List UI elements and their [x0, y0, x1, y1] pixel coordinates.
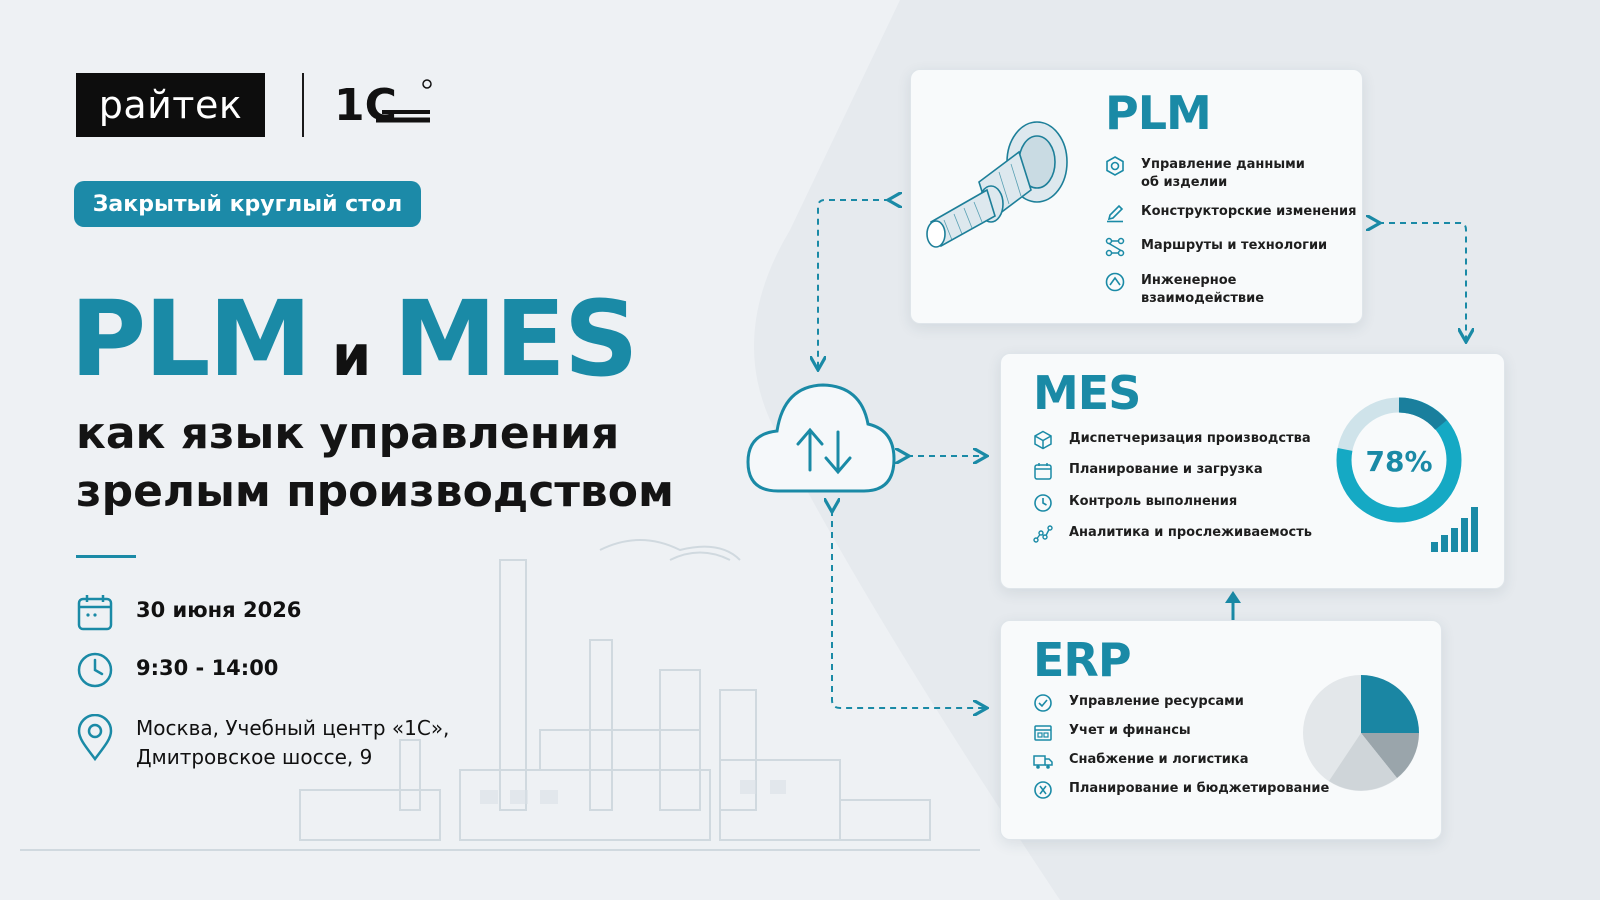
pie-slice-tertiary	[1329, 733, 1397, 791]
event-location-row: Москва, Учебный центр «1С», Дмитровское …	[76, 714, 449, 772]
mes-card-title: MES	[1033, 366, 1141, 420]
subtitle-line-1: как язык управления	[76, 408, 620, 459]
event-date-row: 30 июня 2026	[76, 592, 301, 632]
title-and: и	[331, 324, 372, 389]
pie-slice-secondary	[1361, 733, 1419, 778]
svg-text:1С: 1С	[334, 80, 397, 131]
erp-feature-1-label: Управление ресурсами	[1069, 694, 1244, 709]
mes-feature-3-label: Контроль выполнения	[1069, 494, 1238, 509]
mes-feature-4-label: Аналитика и прослеживаемость	[1069, 525, 1312, 540]
plm-feature-4: Инженерное взаимодействие	[1105, 272, 1362, 308]
title-mes: MES	[393, 278, 638, 400]
finance-icon	[1034, 725, 1052, 741]
erp-feature-3: Снабжение и логистика	[1033, 751, 1249, 771]
erp-feature-2-label: Учет и финансы	[1069, 723, 1191, 738]
erp-feature-2: Учет и финансы	[1033, 722, 1191, 742]
erp-pie-chart	[1303, 675, 1419, 791]
gauge-value-label: 78%	[1365, 445, 1432, 478]
clock-icon	[1034, 494, 1052, 512]
event-location-line-1: Москва, Учебный центр «1С»,	[136, 716, 450, 740]
accent-divider	[76, 555, 136, 558]
mes-feature-2: Планирование и загрузка	[1033, 461, 1263, 481]
subtitle: как язык управления зрелым производством	[76, 405, 716, 521]
plm-feature-3: Маршруты и технологии	[1105, 237, 1327, 257]
erp-card: ERP Управление ресурсами Учет и финансы …	[1000, 620, 1442, 840]
mes-feature-1-label: Диспетчеризация производства	[1069, 431, 1311, 446]
onec-logo: 1С	[334, 79, 432, 131]
plm-feature-2: Конструкторские изменения	[1105, 203, 1356, 223]
main-title: PLM и MES	[70, 278, 639, 400]
truck-icon	[1033, 755, 1053, 769]
logo-divider	[302, 73, 304, 137]
gauge-accent-segment	[1398, 397, 1447, 431]
event-time-row: 9:30 - 14:00	[76, 650, 278, 690]
event-time: 9:30 - 14:00	[136, 656, 279, 680]
event-date: 30 июня 2026	[136, 598, 302, 622]
gear-hex-icon	[1106, 156, 1124, 176]
event-location: Москва, Учебный центр «1С», Дмитровское …	[136, 714, 449, 772]
resource-icon	[1034, 694, 1052, 712]
calendar-icon	[1034, 463, 1052, 480]
location-pin-icon	[77, 714, 113, 762]
mes-feature-4: Аналитика и прослеживаемость	[1033, 524, 1312, 544]
plm-feature-1-label: Управление данными об изделии	[1141, 157, 1305, 190]
mes-feature-1: Диспетчеризация производства	[1033, 430, 1311, 450]
event-location-line-2: Дмитровское шоссе, 9	[136, 745, 373, 769]
plm-card-title: PLM	[1105, 86, 1212, 140]
plm-feature-3-label: Маршруты и технологии	[1141, 238, 1328, 253]
bar-signal-icon	[1431, 507, 1478, 552]
factory-skyline-illustration	[20, 539, 980, 851]
pencil-edit-icon	[1107, 204, 1124, 223]
mes-gauge-chart: 78%	[1336, 397, 1478, 552]
clock-icon	[77, 652, 113, 688]
mes-feature-3: Контроль выполнения	[1033, 493, 1237, 513]
plm-feature-4-label: Инженерное взаимодействие	[1141, 273, 1265, 306]
title-plm: PLM	[70, 278, 312, 400]
mes-card: MES Диспетчеризация производства Планиро…	[1000, 353, 1505, 589]
erp-feature-4-label: Планирование и бюджетирование	[1069, 781, 1330, 796]
erp-card-title: ERP	[1033, 633, 1132, 687]
budget-icon	[1034, 781, 1052, 799]
pie-slice-primary	[1361, 675, 1419, 733]
calendar-icon	[77, 595, 113, 631]
plm-card: PLM Управление данными об изделии Констр…	[910, 69, 1363, 324]
erp-feature-1: Управление ресурсами	[1033, 693, 1244, 713]
part-3d-model-illustration	[926, 121, 1068, 248]
route-icon	[1105, 237, 1125, 257]
subtitle-line-2: зрелым производством	[76, 466, 674, 517]
erp-feature-4: Планирование и бюджетирование	[1033, 780, 1329, 800]
cube-icon	[1034, 430, 1052, 450]
plm-feature-1: Управление данными об изделии	[1105, 156, 1311, 192]
event-type-badge: Закрытый круглый стол	[74, 181, 421, 227]
collaboration-icon	[1105, 272, 1125, 292]
erp-feature-3-label: Снабжение и логистика	[1069, 752, 1249, 767]
analytics-icon	[1033, 525, 1053, 543]
plm-feature-2-label: Конструкторские изменения	[1141, 204, 1357, 219]
mes-feature-2-label: Планирование и загрузка	[1069, 462, 1263, 477]
raitek-logo: райтек	[76, 73, 265, 137]
